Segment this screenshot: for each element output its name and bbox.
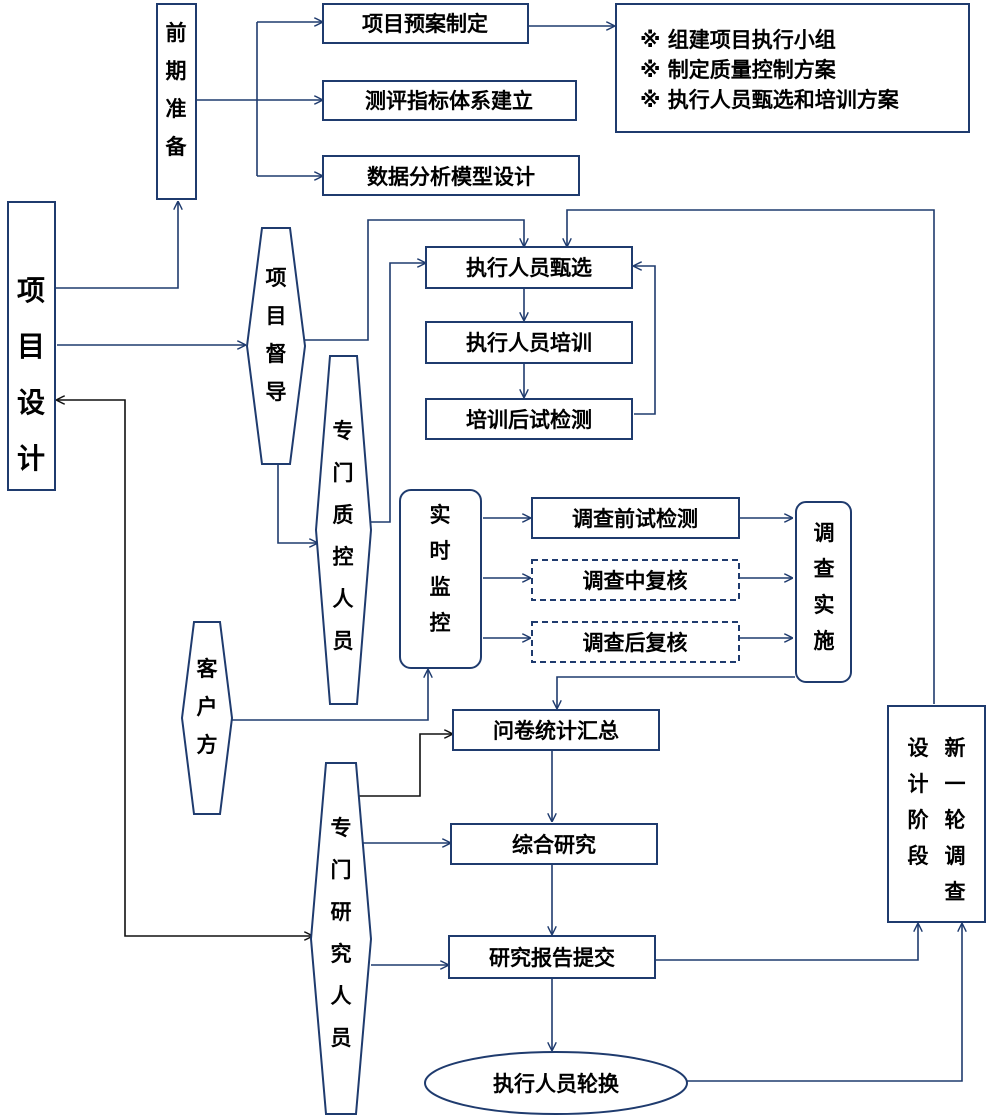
edge-impl-to-summary bbox=[557, 676, 795, 708]
edge-supervisor-to-qc bbox=[277, 464, 317, 543]
edge-qc-to-selection bbox=[371, 263, 425, 523]
label-qc-staff: 专门质控人员 bbox=[333, 419, 354, 653]
label-comprehensive-research: 综合研究 bbox=[512, 833, 596, 857]
label-report-submit: 研究报告提交 bbox=[489, 946, 615, 970]
node-questionnaire-summary: 问卷统计汇总 bbox=[452, 709, 660, 751]
label-mid-survey-review: 调查中复核 bbox=[583, 569, 688, 593]
node-new-round: 新一轮调查设计阶段 bbox=[887, 705, 986, 923]
label-post-survey-review: 调查后复核 bbox=[583, 631, 688, 655]
label-analysis-model: 数据分析模型设计 bbox=[367, 165, 535, 189]
note-1: ※ 组建项目执行小组 bbox=[640, 28, 836, 52]
edge-research-to-summary bbox=[358, 734, 452, 797]
edge-rotation-to-newround bbox=[686, 924, 962, 1082]
node-training: 执行人员培训 bbox=[425, 321, 633, 364]
edges bbox=[55, 22, 962, 1082]
edge-supervisor-to-selection bbox=[305, 219, 524, 341]
label-staff-rotation: 执行人员轮换 bbox=[493, 1072, 620, 1096]
node-preparation: 前期准备 bbox=[156, 3, 197, 200]
label-realtime-monitor: 实时监控 bbox=[430, 503, 451, 635]
node-analysis-model: 数据分析模型设计 bbox=[322, 155, 580, 196]
node-comprehensive-research: 综合研究 bbox=[450, 823, 658, 865]
node-project-design: 项目设计 bbox=[7, 201, 56, 491]
node-client: 客户方 bbox=[180, 621, 234, 815]
edge-test-loop-to-selection bbox=[634, 266, 656, 415]
node-pre-survey-test: 调查前试检测 bbox=[531, 497, 740, 539]
label-training: 执行人员培训 bbox=[466, 331, 592, 355]
label-post-training-test: 培训后试检测 bbox=[466, 408, 592, 432]
edge-newround-to-selection bbox=[567, 209, 935, 704]
node-report-submit: 研究报告提交 bbox=[448, 935, 656, 979]
node-post-survey-review: 调查后复核 bbox=[531, 621, 740, 663]
label-plan-making: 项目预案制定 bbox=[362, 12, 488, 36]
edge-report-to-newround bbox=[656, 924, 918, 961]
edge-design-to-prep bbox=[55, 202, 178, 289]
label-new-round: 新一轮调查设计阶段 bbox=[908, 736, 966, 904]
node-survey-impl: 调查实施 bbox=[795, 501, 852, 683]
label-survey-impl: 调查实施 bbox=[814, 521, 835, 653]
label-client: 客户方 bbox=[197, 657, 219, 757]
node-research-staff: 专门研究人员 bbox=[309, 762, 373, 1115]
node-staff-rotation: 执行人员轮换 bbox=[424, 1051, 688, 1115]
note-2: ※ 制定质量控制方案 bbox=[640, 58, 837, 82]
node-realtime-monitor: 实时监控 bbox=[399, 489, 482, 669]
label-indicator-system: 测评指标体系建立 bbox=[365, 89, 533, 113]
node-supervisor: 项目督导 bbox=[245, 227, 307, 465]
label-selection: 执行人员甄选 bbox=[466, 256, 592, 280]
node-selection: 执行人员甄选 bbox=[425, 246, 633, 289]
label-research-staff: 专门研究人员 bbox=[331, 816, 352, 1050]
node-mid-survey-review: 调查中复核 bbox=[531, 559, 740, 601]
note-3: ※ 执行人员甄选和培训方案 bbox=[640, 88, 900, 112]
node-notes: ※ 组建项目执行小组 ※ 制定质量控制方案 ※ 执行人员甄选和培训方案 bbox=[615, 3, 970, 133]
label-supervisor: 项目督导 bbox=[266, 266, 287, 404]
label-preparation: 前期准备 bbox=[165, 21, 188, 159]
node-indicator-system: 测评指标体系建立 bbox=[322, 80, 577, 121]
node-plan-making: 项目预案制定 bbox=[322, 3, 529, 44]
label-project-design: 项目设计 bbox=[17, 274, 45, 475]
edge-research-to-design bbox=[57, 400, 312, 936]
node-qc-staff: 专门质控人员 bbox=[314, 355, 373, 705]
node-post-training-test: 培训后试检测 bbox=[425, 398, 633, 440]
label-questionnaire-summary: 问卷统计汇总 bbox=[493, 719, 619, 743]
label-pre-survey-test: 调查前试检测 bbox=[572, 507, 698, 531]
